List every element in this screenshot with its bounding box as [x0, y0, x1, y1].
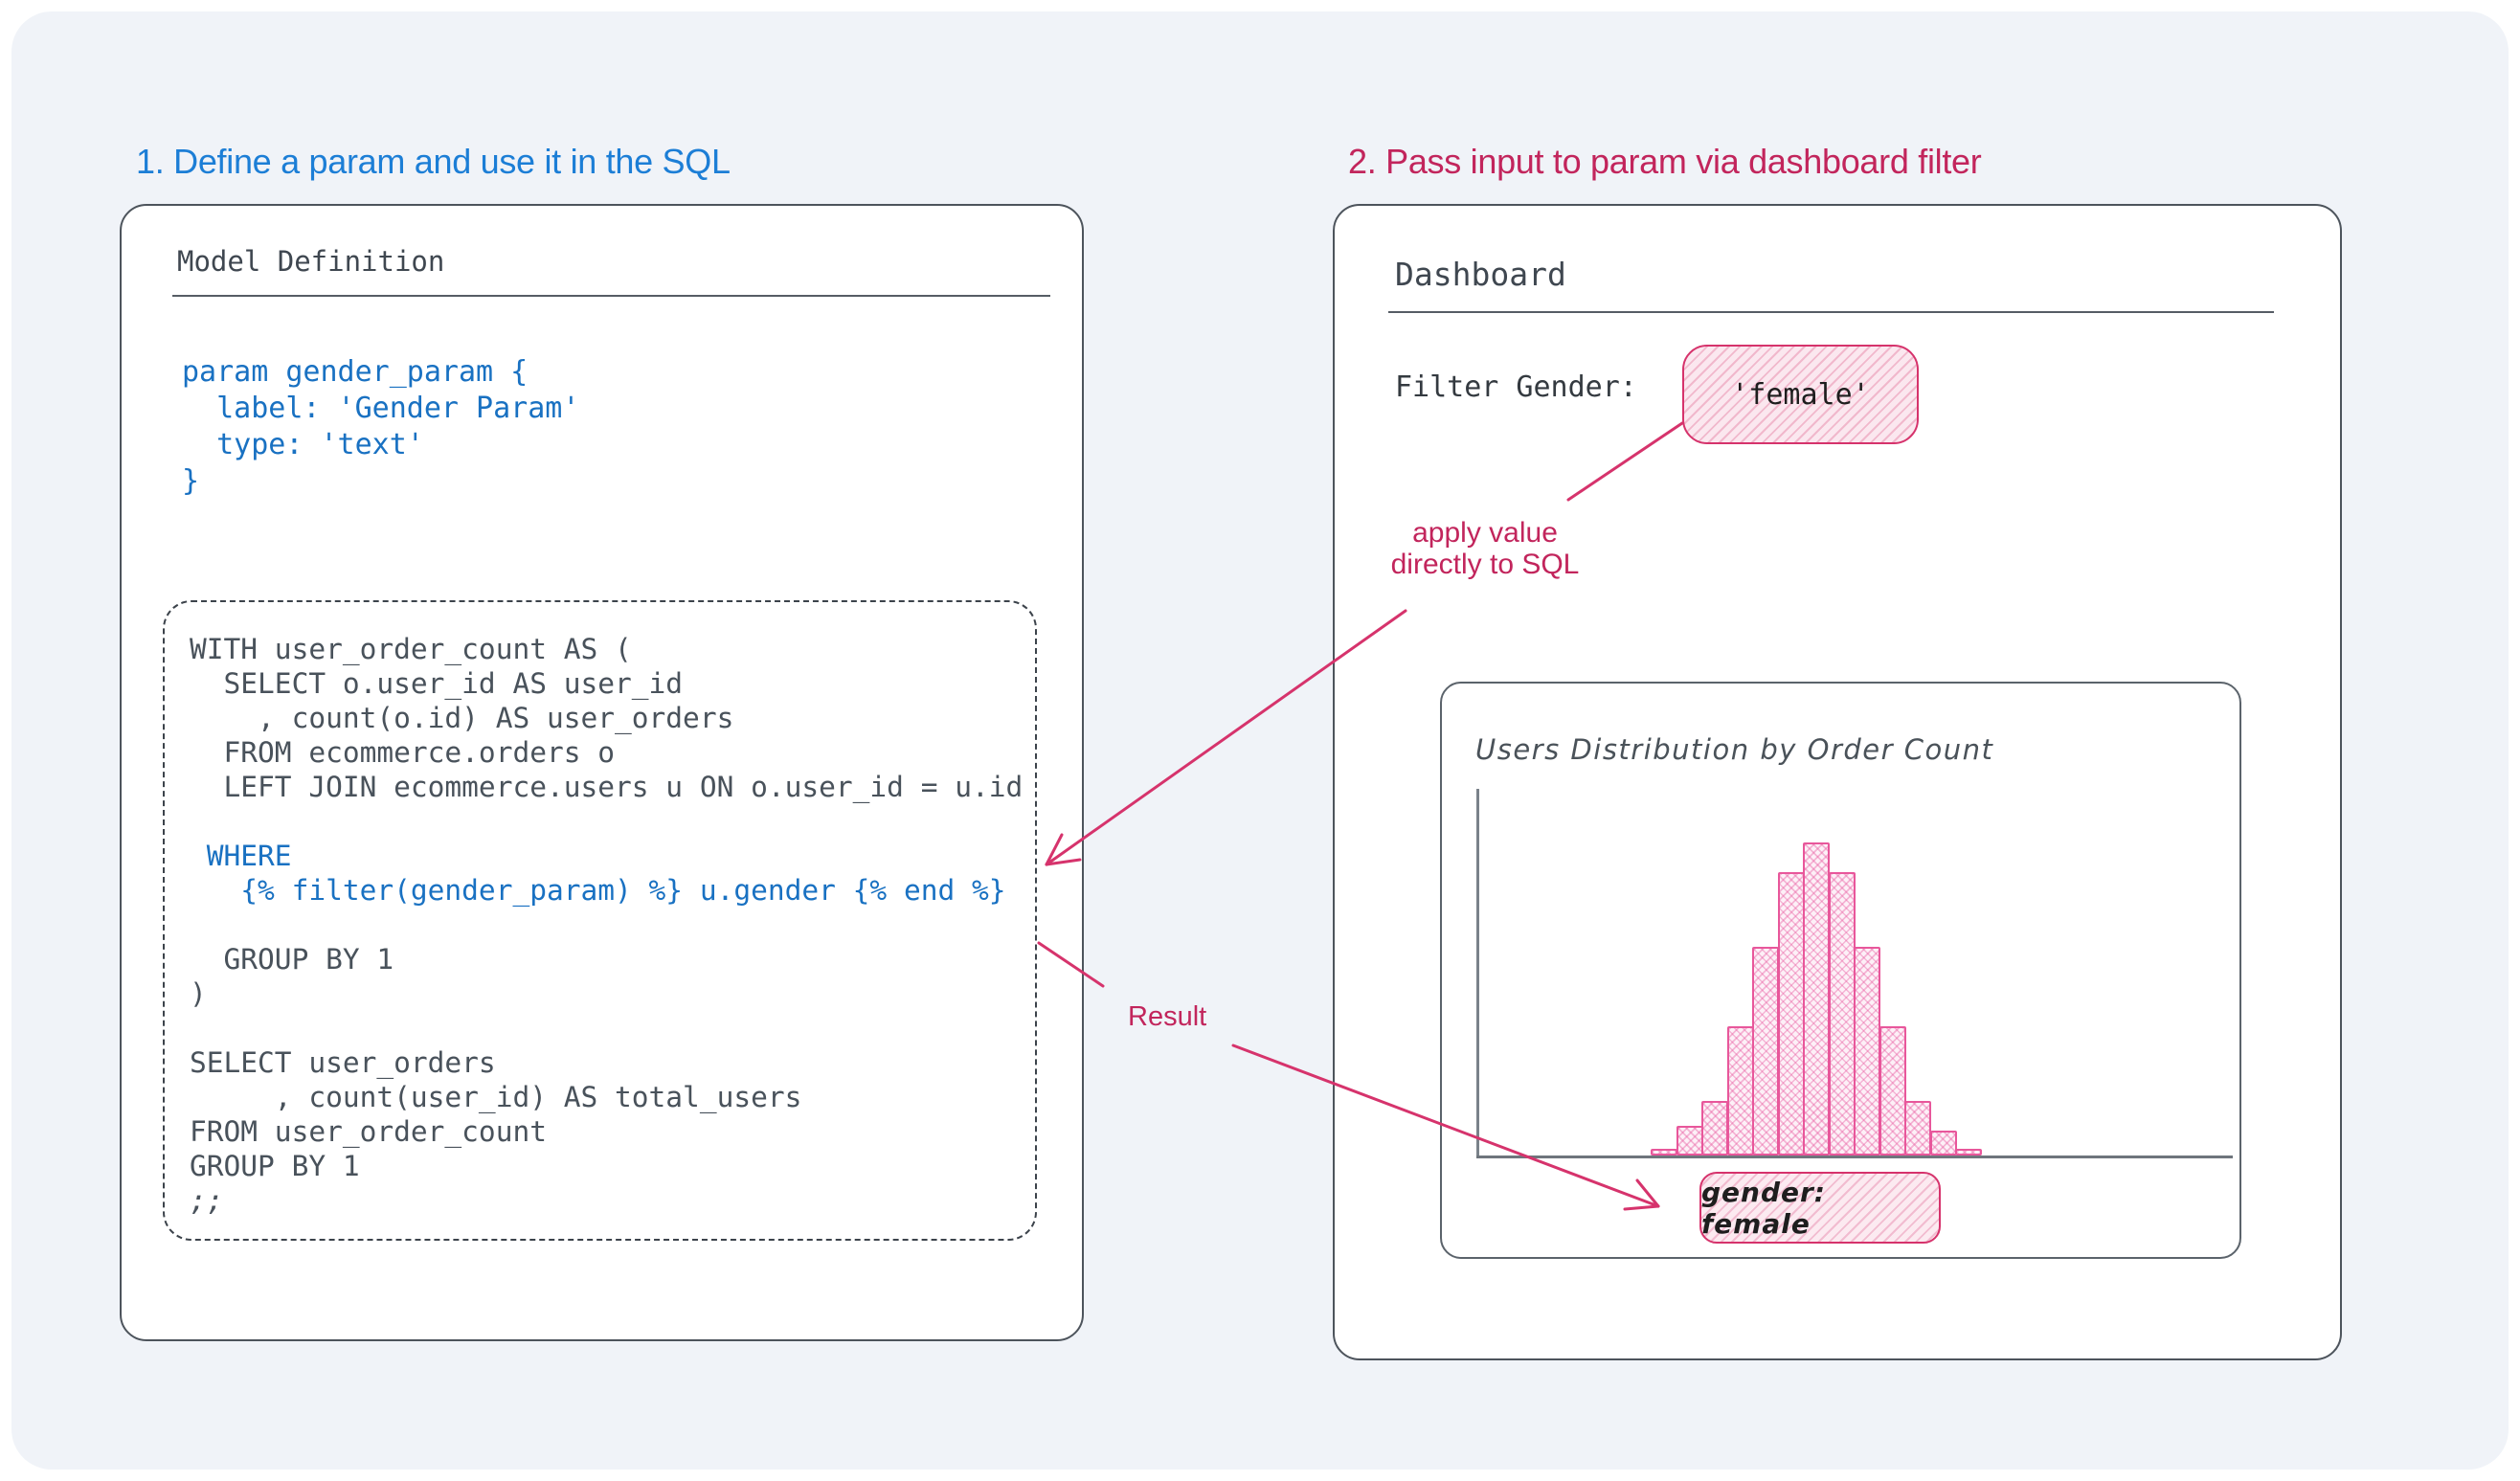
model-panel-title: Model Definition [177, 245, 445, 278]
x-axis [1476, 1156, 2233, 1158]
dashboard-title: Dashboard [1395, 256, 1566, 293]
sql-line: , count(o.id) AS user_orders [190, 702, 734, 734]
sql-line: SELECT o.user_id AS user_id [190, 667, 684, 700]
dashboard-divider [1388, 311, 2274, 313]
sql-line [190, 1011, 1023, 1045]
filter-gender-label: Filter Gender: [1395, 370, 1637, 404]
sql-line: LEFT JOIN ecommerce.users u ON o.user_id… [190, 771, 1024, 803]
histogram-bar [1777, 872, 1805, 1156]
param-definition-code: param gender_param { label: 'Gender Para… [182, 355, 580, 498]
sql-code: WITH user_order_count AS ( SELECT o.user… [190, 632, 1023, 1218]
histogram-bar [1955, 1149, 1982, 1156]
model-panel: Model Definition param gender_param { la… [120, 204, 1084, 1341]
histogram-bar [1929, 1131, 1957, 1156]
histogram-bar [1701, 1101, 1728, 1156]
sql-line: , count(user_id) AS total_users [190, 1081, 802, 1113]
sql-line: FROM ecommerce.orders o [190, 736, 616, 769]
apply-annotation-line2: directly to SQL [1390, 549, 1580, 580]
sql-line: {% filter(gender_param) %} u.gender {% e… [190, 874, 1006, 907]
sql-line: GROUP BY 1 [190, 943, 394, 976]
sql-line: GROUP BY 1 [190, 1150, 360, 1182]
histogram-bar [1726, 1026, 1754, 1156]
model-panel-divider [172, 295, 1050, 297]
histogram-bar [1803, 842, 1830, 1156]
result-annotation: Result [1128, 1001, 1207, 1032]
y-axis [1476, 789, 1479, 1157]
sql-line: SELECT user_orders [190, 1046, 496, 1079]
sql-line: WITH user_order_count AS ( [190, 633, 632, 665]
apply-annotation-line1: apply value [1412, 517, 1558, 549]
histogram-bar [1828, 872, 1856, 1156]
apply-annotation: apply value directly to SQL [1341, 517, 1629, 580]
histogram-bar [1904, 1101, 1931, 1156]
gender-filter-chip[interactable]: 'female' [1682, 345, 1919, 444]
sql-line: ) [190, 977, 207, 1010]
sql-line [190, 908, 1023, 942]
dashboard-panel: Dashboard Filter Gender: 'female' Users … [1333, 204, 2342, 1360]
histogram-bar [1676, 1126, 1703, 1156]
histogram-bar [1651, 1149, 1677, 1156]
sql-line [190, 804, 1023, 839]
section-1-heading: 1. Define a param and use it in the SQL [136, 142, 731, 181]
result-badge-text: gender: female [1701, 1176, 1827, 1240]
sql-line: ;; [190, 1184, 224, 1217]
result-badge: gender: female [1699, 1172, 1941, 1244]
chart-title: Users Distribution by Order Count [1475, 733, 1994, 766]
section-2-heading: 2. Pass input to param via dashboard fil… [1348, 142, 1982, 181]
sql-dashed-box: WITH user_order_count AS ( SELECT o.user… [163, 600, 1037, 1241]
sql-line: FROM user_order_count [190, 1115, 547, 1148]
histogram-bar [1879, 1026, 1906, 1156]
gender-filter-value: 'female' [1731, 377, 1870, 412]
histogram-bar [1854, 947, 1880, 1156]
sql-line: WHERE [190, 840, 292, 872]
histogram [1651, 835, 1995, 1156]
histogram-bar [1752, 947, 1779, 1156]
